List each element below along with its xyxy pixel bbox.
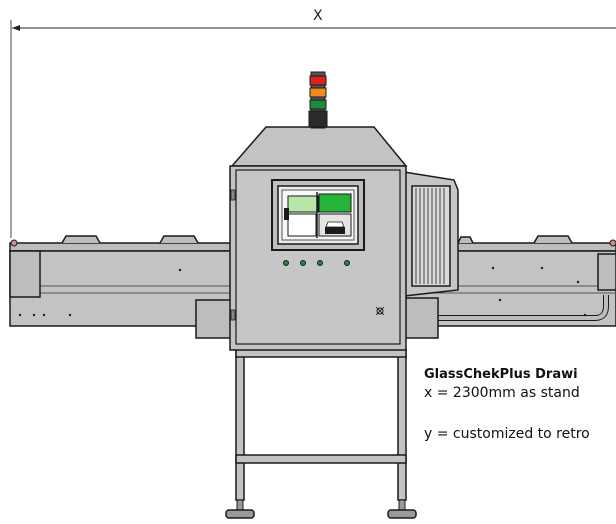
screen-panel-light (287, 195, 319, 213)
dimension-x: X (10, 8, 616, 238)
beacon-green-light (309, 99, 327, 110)
radiation-icon (375, 306, 385, 316)
caption-y-dimension: y = customized to retro (424, 426, 590, 442)
dimension-x-label: X (313, 8, 323, 24)
outfeed-box (403, 297, 439, 339)
conveyor-guide-handle (457, 236, 474, 244)
conveyor-left-end (9, 250, 41, 298)
beacon-red-light (309, 75, 327, 86)
control-button-4 (344, 260, 350, 266)
conveyor-right-end (597, 253, 616, 291)
conveyor-guide-handle (61, 235, 101, 244)
stand-bottom-bar (235, 454, 407, 464)
caption-title: GlassChekPlus Drawi (424, 367, 578, 382)
conveyor-guide-handle (533, 235, 573, 244)
conveyor-guide-handle (159, 235, 199, 244)
stand-foot-left (225, 509, 255, 519)
caption-x-dimension: x = 2300mm as stand (424, 385, 580, 401)
machine-stand (225, 348, 417, 519)
cooling-unit (403, 171, 459, 297)
control-buttons (283, 260, 350, 266)
stand-foot-right (387, 509, 417, 519)
control-button-2 (300, 260, 306, 266)
screen-panel-green (318, 193, 352, 213)
control-button-1 (283, 260, 289, 266)
stand-leg-left (235, 349, 245, 501)
status-beacon (308, 71, 328, 129)
stand-leg-right (397, 349, 407, 501)
beacon-orange-light (309, 87, 327, 98)
control-button-3 (317, 260, 323, 266)
machine-hood (230, 126, 408, 167)
touchscreen-display (271, 179, 365, 251)
